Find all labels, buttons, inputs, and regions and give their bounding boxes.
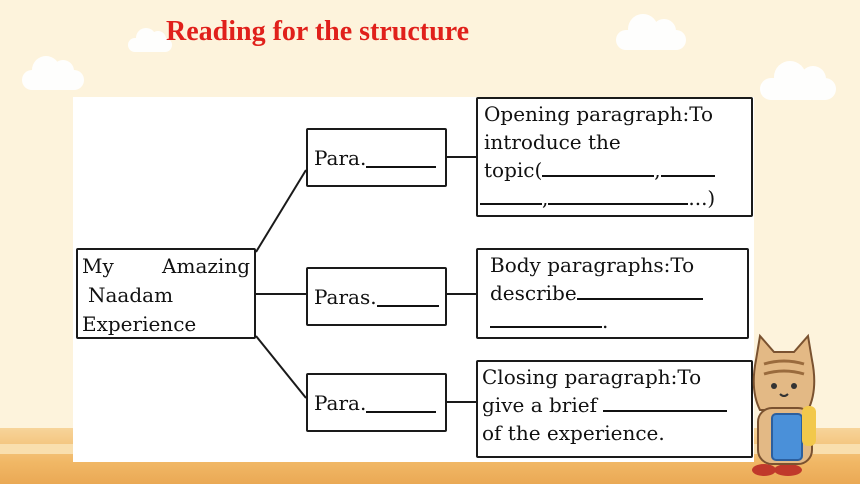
cloud-decoration (616, 14, 686, 50)
para-label: Paras. (314, 284, 377, 309)
slide-title: Reading for the structure (166, 16, 470, 47)
opening-topic-prefix: topic( (484, 158, 543, 182)
body-description-box: Body paragraphs:To describe . (476, 248, 749, 339)
body-line-1: Body paragraphs:To (490, 253, 695, 277)
body-blank-2[interactable] (490, 308, 602, 328)
cloud-decoration (760, 61, 836, 100)
closing-blank[interactable] (603, 392, 728, 412)
body-line-2: describe (490, 279, 741, 307)
para-box-body: Paras. (306, 267, 447, 326)
opening-line-1: Opening paragraph:To (484, 102, 714, 126)
para-box-closing: Para. (306, 373, 447, 432)
opening-suffix: ...) (688, 186, 716, 210)
cloud-decoration (128, 28, 172, 52)
opening-sep-1: , (654, 158, 661, 182)
root-line-2: Naadam (88, 283, 174, 307)
opening-sep-2: , (542, 186, 549, 210)
connector-root-to-para1 (255, 169, 307, 253)
opening-line-2: introduce the (484, 130, 621, 154)
closing-description-box: Closing paragraph:To give a brief of the… (476, 360, 753, 458)
body-line-3: . (490, 307, 741, 335)
body-describe-prefix: describe (490, 281, 577, 305)
para-label: Para. (314, 390, 367, 415)
closing-line-2: give a brief (482, 391, 745, 419)
para-label: Para. (314, 145, 367, 170)
root-line-3: Experience (82, 312, 197, 336)
root-word-amazing: Amazing (162, 254, 250, 278)
opening-blank-1[interactable] (542, 157, 655, 177)
body-blank-1[interactable] (576, 280, 703, 300)
opening-line-3: topic(, (484, 156, 745, 184)
opening-line-4: ,...) (480, 184, 745, 212)
closing-give-prefix: give a brief (482, 393, 597, 417)
root-word-my: My (82, 254, 114, 278)
root-line-1: My Amazing (82, 252, 250, 281)
opening-blank-4[interactable] (548, 185, 689, 205)
para-blank[interactable] (366, 393, 437, 413)
closing-line-1: Closing paragraph:To (482, 365, 702, 389)
para-box-opening: Para. (306, 128, 447, 187)
opening-blank-2[interactable] (660, 157, 715, 177)
closing-line-3: of the experience. (482, 421, 665, 445)
para-blank[interactable] (376, 287, 439, 307)
opening-description-box: Opening paragraph:To introduce the topic… (476, 97, 753, 217)
body-suffix: . (602, 309, 609, 333)
para-blank[interactable] (366, 148, 437, 168)
root-topic-box: My Amazing Naadam Experience (76, 248, 256, 339)
cat-mascot-illustration (752, 333, 816, 476)
connector-root-to-para3 (255, 335, 307, 399)
cloud-decoration (22, 56, 84, 90)
opening-blank-3[interactable] (480, 185, 542, 205)
